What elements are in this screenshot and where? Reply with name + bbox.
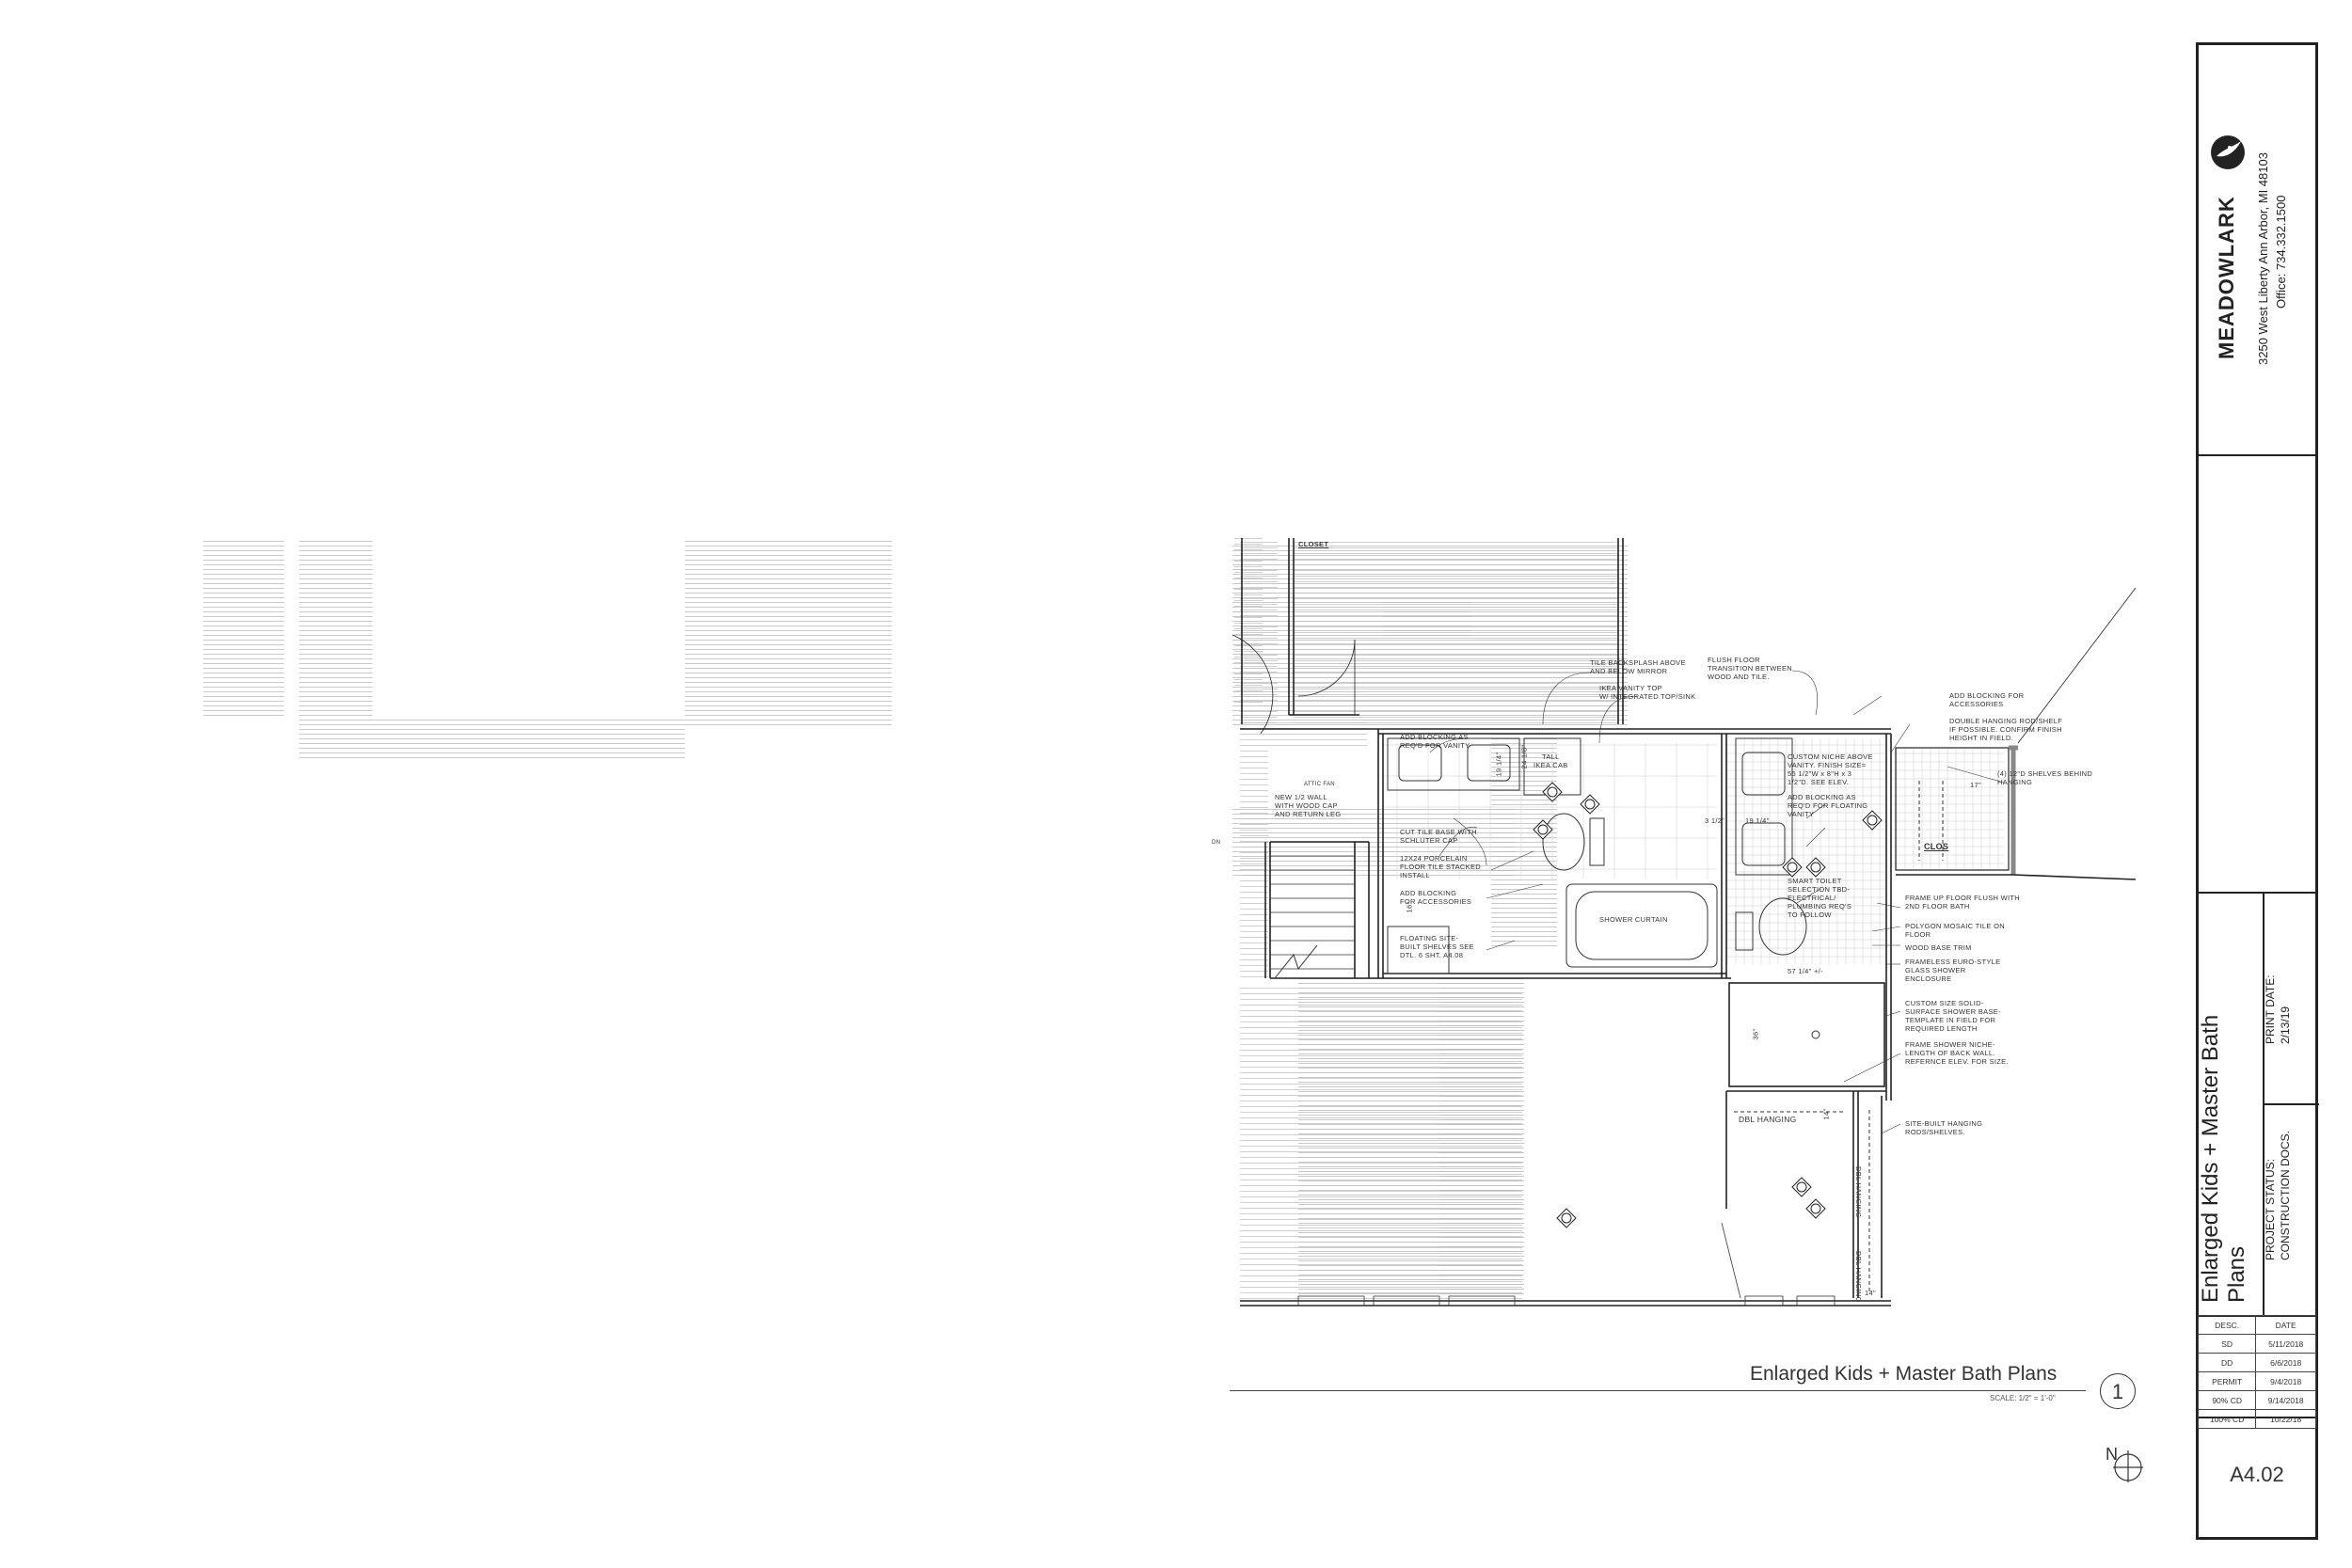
note-frame-up-floor: FRAME UP FLOOR FLUSH WITH 2ND FLOOR BATH (1905, 894, 2020, 911)
tile-floor (1383, 738, 2004, 964)
note-custom-niche: CUSTOM NICHE ABOVE VANITY. FINISH SIZE= … (1788, 752, 1873, 786)
revision-date: 9/4/2018 (2255, 1371, 2316, 1391)
note-blocking-vanity: ADD BLOCKING AS REQ'D FOR VANITY (1400, 733, 1470, 750)
revision-row: 100% CD 10/22/18 (2197, 1409, 2316, 1429)
revision-desc: PERMIT (2197, 1371, 2257, 1391)
detail-number-bubble: 1 (2100, 1373, 2136, 1409)
dim-3: 3 1/2" (1705, 816, 1725, 825)
elevation-tag (1791, 1177, 1812, 1197)
attic-fan-label: ATTIC FAN (1304, 782, 1335, 787)
date-header: DATE (2255, 1315, 2316, 1335)
shower-curtain-label: SHOWER CURTAIN (1599, 915, 1668, 924)
north-arrow-icon (2113, 1450, 2143, 1482)
elevation-tag (1542, 782, 1563, 802)
note-tile-backsplash: TILE BACKSPLASH ABOVE AND BELOW MIRROR (1590, 658, 1686, 675)
note-smart-toilet: SMART TOILET SELECTION TBD- ELECTRICAL/ … (1788, 877, 1852, 919)
note-wood-base-trim: WOOD BASE TRIM (1905, 943, 1972, 952)
revision-desc: 90% CD (2197, 1390, 2257, 1410)
dim-4: 19 1/4" (1745, 816, 1770, 825)
sheet-number: A4.02 (2230, 1463, 2284, 1486)
note-flush-floor: FLUSH FLOOR TRANSITION BETWEEN WOOD AND … (1708, 656, 1792, 681)
print-date-value: 2/13/19 (2279, 1006, 2292, 1044)
meadowlark-bird-logo (2211, 135, 2245, 169)
tall-cab-label: TALL IKEA CAB (1534, 752, 1568, 769)
clos-label: CLOS (1924, 842, 1949, 851)
fixtures (1270, 670, 2005, 1307)
project-status-value: CONSTRUCTION DOCS. (2279, 1131, 2292, 1260)
drawing-title-underline (1230, 1390, 2086, 1391)
note-half-wall: NEW 1/2 WALL WITH WOOD CAP AND RETURN LE… (1275, 793, 1342, 818)
dim-7: 57 1/4" +/- (1788, 967, 1823, 975)
note-shelves: (4) 12"D SHELVES BEHIND HANGING (1997, 769, 2093, 786)
firm-phone: Office: 734.332.1500 (2274, 195, 2288, 309)
title-block-divider (2199, 892, 2315, 894)
revision-row: 90% CD 9/14/2018 (2197, 1390, 2316, 1410)
elevation-tag (1580, 794, 1600, 815)
revision-date: 9/14/2018 (2255, 1390, 2316, 1410)
revisions-header-row: DESC. DATE (2197, 1315, 2316, 1335)
title-block-divider (2199, 454, 2315, 456)
print-date-label: PRINT DATE: (2264, 974, 2277, 1044)
revision-desc: SD (2197, 1334, 2257, 1354)
revision-row: PERMIT 9/4/2018 (2197, 1371, 2316, 1391)
dn-label: DN (1212, 840, 1221, 846)
dbl-hanging-vertical-1: DBL HANGING (1854, 1166, 1863, 1218)
elevation-tag (1782, 857, 1803, 878)
note-blocking-floating-vanity: ADD BLOCKING AS REQ'D FOR FLOATING VANIT… (1788, 793, 1868, 818)
wood-floor-hatch (1240, 541, 1618, 1301)
revision-date: 5/11/2018 (2255, 1334, 2316, 1354)
drawing-scale: SCALE: 1/2" = 1'-0" (1990, 1394, 2056, 1402)
note-cut-tile-base: CUT TILE BASE WITH SCHLUTER CAP (1400, 828, 1477, 845)
status-divider-2 (2263, 1103, 2319, 1105)
revision-row: SD 5/11/2018 (2197, 1334, 2316, 1354)
revisions-table: DESC. DATE SD 5/11/2018 DD 6/6/2018 PERM… (2197, 1315, 2316, 1429)
revision-date: 10/22/18 (2255, 1409, 2316, 1429)
dim-9: 14" (1821, 1108, 1831, 1120)
project-status-label: PROJECT STATUS: (2264, 1158, 2277, 1260)
note-porcelain-tile: 12X24 PORCELAIN FLOOR TILE STACKED INSTA… (1400, 854, 1481, 879)
note-shower-niche: FRAME SHOWER NICHE- LENGTH OF BACK WALL.… (1905, 1040, 2009, 1066)
elevation-tag (1862, 810, 1883, 831)
revision-row: DD 6/6/2018 (2197, 1353, 2316, 1372)
dim-1: 19 1/4" (1494, 752, 1503, 777)
note-blocking-accessories: ADD BLOCKING FOR ACCESSORIES (1400, 889, 1472, 906)
sheet-title-line2: Plans (2224, 1245, 2249, 1303)
drawing-title: Enlarged Kids + Master Bath Plans (1750, 1363, 2058, 1385)
dim-6: 17" (1970, 781, 1981, 789)
revision-desc: DD (2197, 1353, 2257, 1372)
detail-number: 1 (2111, 1380, 2124, 1403)
dim-2: 24 1/8" (1519, 744, 1529, 769)
elevation-tag (1556, 1208, 1577, 1228)
desc-header: DESC. (2197, 1315, 2257, 1335)
note-blocking-accessories-right: ADD BLOCKING FOR ACCESSORIES (1949, 691, 2025, 708)
note-hanging-rods: SITE-BUILT HANGING RODS/SHELVES. (1905, 1119, 1983, 1136)
note-frameless-shower: FRAMELESS EURO-STYLE GLASS SHOWER ENCLOS… (1905, 958, 2001, 983)
elevation-tag (1805, 857, 1826, 878)
revision-desc: 100% CD (2197, 1409, 2257, 1429)
note-double-hanging: DOUBLE HANGING ROD/SHELF IF POSSIBLE. CO… (1949, 717, 2063, 742)
revision-date: 6/6/2018 (2255, 1353, 2316, 1372)
north-label: N (2106, 1445, 2118, 1464)
dim-10: 14" (1865, 1289, 1876, 1297)
elevation-tag (1533, 819, 1553, 840)
firm-address: 3250 West Liberty Ann Arbor, MI 48103 (2256, 152, 2270, 365)
elevation-tags (1533, 782, 1883, 1228)
sheet-title-line1: Enlarged Kids + Master Bath (2198, 1014, 2223, 1303)
note-shower-base: CUSTOM SIZE SOLID- SURFACE SHOWER BASE- … (1905, 999, 2001, 1033)
note-polygon-mosaic: POLYGON MOSAIC TILE ON FLOOR (1905, 922, 2005, 939)
north-arrow: N (2106, 1445, 2145, 1484)
note-floating-shelves: FLOATING SITE- BUILT SHELVES SEE DTL. 6 … (1400, 934, 1474, 959)
dbl-hanging-vertical-2: DBL HANGING (1854, 1251, 1863, 1303)
dbl-hanging-label: DBL HANGING (1739, 1115, 1797, 1124)
note-ikea-vanity: IKEA VANITY TOP W/ INTEGRATED TOP/SINK (1599, 684, 1696, 701)
elevation-tag (1805, 1198, 1826, 1219)
closet-label: CLOSET (1298, 540, 1329, 548)
dim-8: 36" (1751, 1028, 1760, 1040)
firm-name: MEADOWLARK (2215, 196, 2238, 359)
